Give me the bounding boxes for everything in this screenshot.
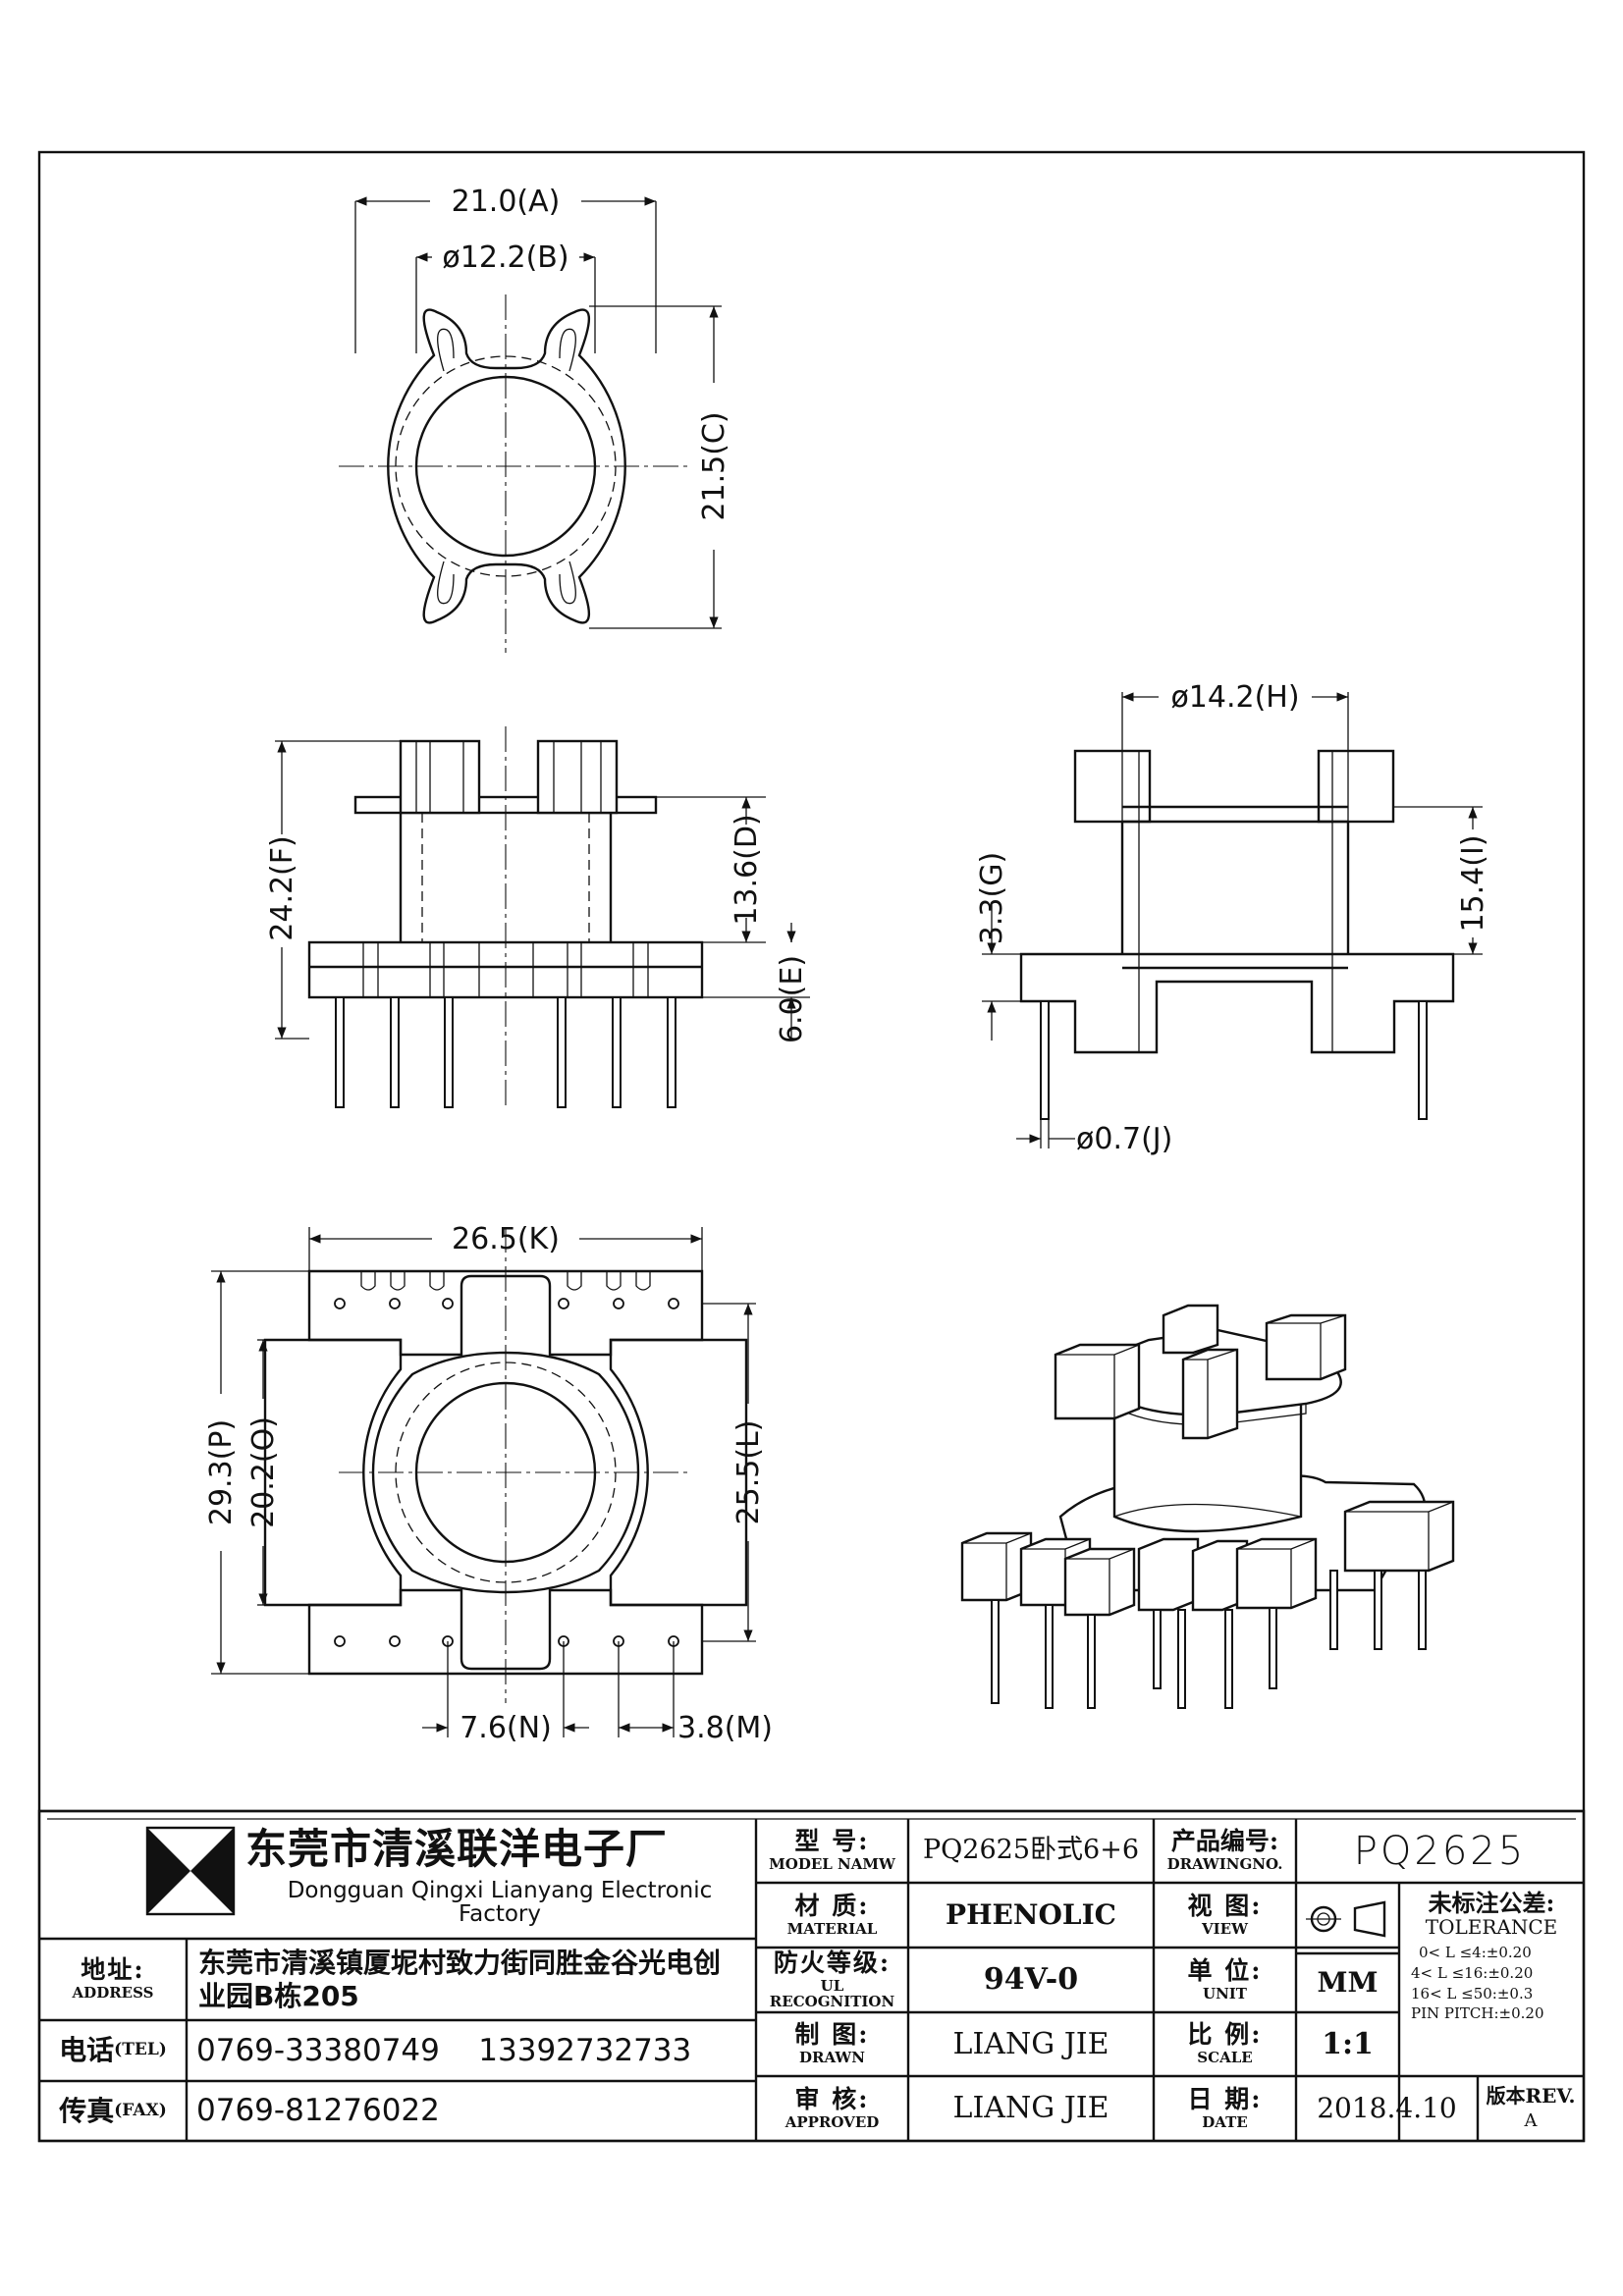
- dim-b-label: ø12.2(B): [442, 240, 568, 275]
- company-name-cn: 东莞市清溪联洋电子厂: [245, 1824, 669, 1873]
- approved-value: LIANG JIE: [952, 2091, 1109, 2126]
- approved-label: 审 核:APPROVED: [784, 2084, 880, 2131]
- address-value: 东莞市清溪镇厦坭村致力街同胜金谷光电创 业园B栋205: [198, 1947, 722, 2012]
- unit-value: MM: [1317, 1966, 1379, 2000]
- date-value: 2018.4.10: [1317, 2092, 1457, 2125]
- scale-label: 比 例:SCALE: [1187, 2020, 1263, 2067]
- dim-m-label: 3.8(M): [677, 1711, 773, 1745]
- drawn-label: 制 图:DRAWN: [794, 2020, 870, 2067]
- model-value: PQ2625卧式6+6: [923, 1835, 1139, 1866]
- revision-box: 版本REV. A: [1486, 2084, 1576, 2132]
- date-label: 日 期:DATE: [1187, 2084, 1263, 2131]
- bottom-view: 26.5(K) 29.3(P) 20.2(O) 25.5(L) 7.6(N) 3…: [204, 1222, 773, 1745]
- dim-i-label: 15.4(I): [1456, 834, 1490, 932]
- dim-f-label: 24.2(F): [265, 835, 299, 940]
- dim-n-label: 7.6(N): [460, 1711, 552, 1745]
- dim-l-label: 25.5(L): [731, 1420, 766, 1525]
- unit-label: 单 位:UNIT: [1187, 1955, 1263, 2002]
- dim-g-label: 3.3(G): [975, 852, 1009, 944]
- tel-label: 电话 (TEL): [59, 2034, 167, 2067]
- title-block-grid: [37, 1809, 1586, 2143]
- ul-value: 94V-0: [983, 1962, 1079, 1998]
- drawn-value: LIANG JIE: [952, 2026, 1109, 2061]
- dim-k-label: 26.5(K): [452, 1222, 560, 1256]
- dim-p-label: 29.3(P): [204, 1419, 239, 1525]
- dim-c-label: 21.5(C): [697, 411, 731, 520]
- front-view: 24.2(F) 13.6(D) 6.0(E): [265, 726, 810, 1109]
- view-label: 视 图:VIEW: [1187, 1891, 1263, 1938]
- dim-j-label: ø0.7(J): [1076, 1122, 1172, 1156]
- dim-h-label: ø14.2(H): [1170, 680, 1299, 715]
- tel-value: 0769-33380749 13392732733: [196, 2032, 692, 2068]
- material-value: PHENOLIC: [946, 1898, 1116, 1932]
- top-view: 21.0(A) ø12.2(B) 21.5(C): [339, 185, 731, 653]
- address-label: 地址:ADDRESS: [72, 1955, 154, 2002]
- model-label: 型 号:MODEL NAMW: [769, 1827, 895, 1874]
- material-label: 材 质:MATERIAL: [786, 1891, 878, 1938]
- drawingno-value: PQ2625: [1353, 1828, 1527, 1874]
- company-name-en: Dongguan Qingxi Lianyang Electronic Fact…: [287, 1877, 713, 1927]
- dim-a-label: 21.0(A): [452, 185, 561, 219]
- drawingno-label: 产品编号:DRAWINGNO.: [1166, 1827, 1283, 1874]
- ul-label: 防火等级:UL RECOGNITION: [769, 1948, 895, 2010]
- scale-value: 1:1: [1322, 2026, 1374, 2061]
- isometric-view: [960, 1304, 1455, 1709]
- dim-e-label: 6.0(E): [775, 955, 809, 1043]
- dim-o-label: 20.2(O): [246, 1416, 281, 1528]
- fax-label: 传真 (FAX): [59, 2094, 167, 2127]
- tolerance-box: 未标注公差: TOLERANCE 0< L ≤4:±0.20 4< L ≤16:…: [1411, 1889, 1558, 2023]
- fax-value: 0769-81276022: [196, 2093, 440, 2129]
- dim-d-label: 13.6(D): [730, 814, 764, 925]
- side-view: ø14.2(H) 3.3(G) 15.4(I) ø0.7(J): [975, 680, 1490, 1156]
